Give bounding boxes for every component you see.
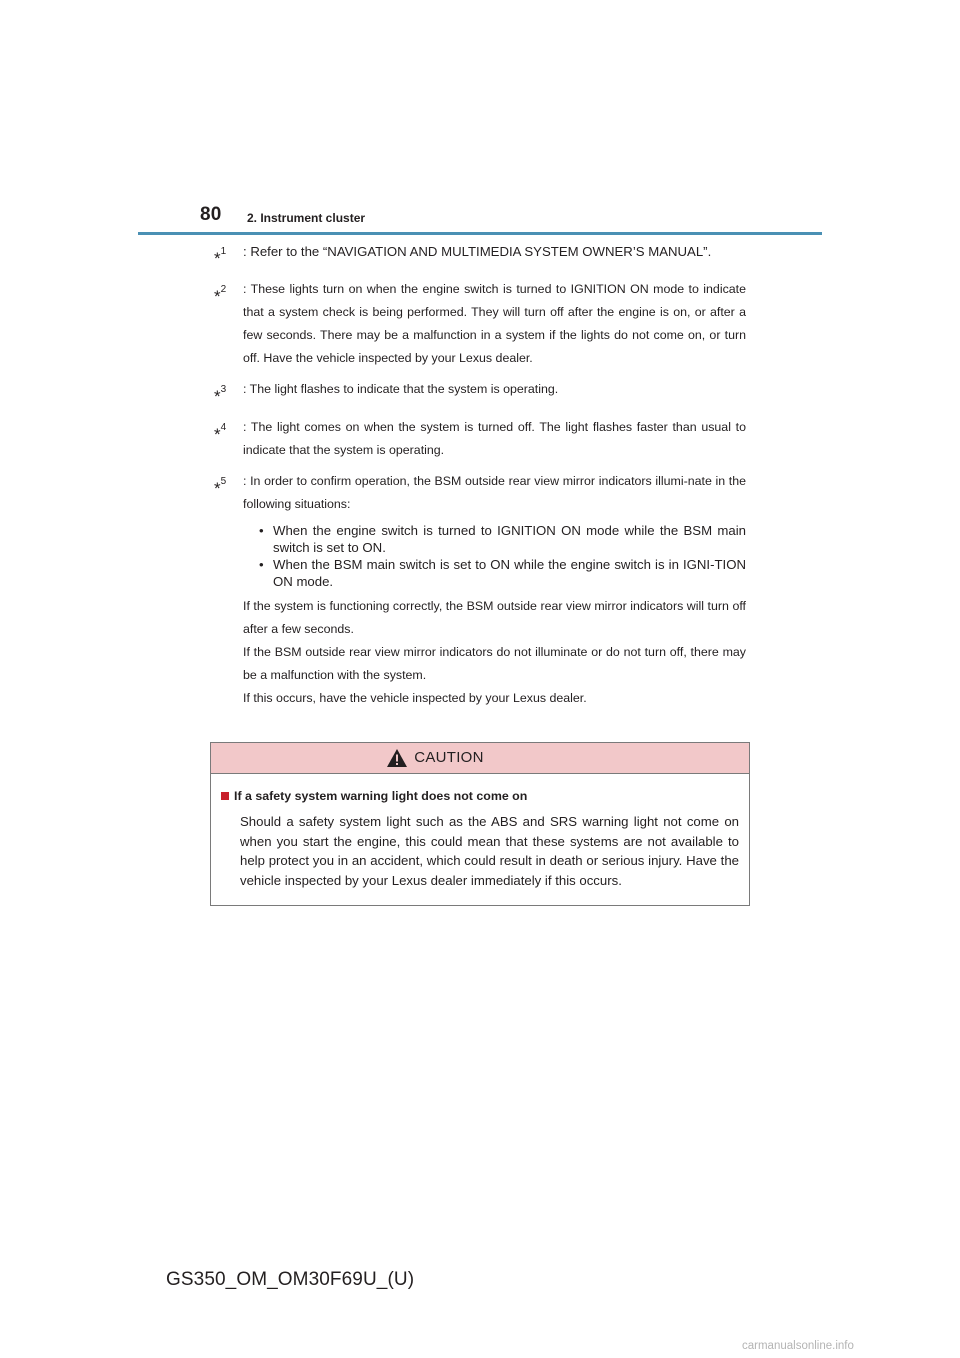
- header-rule: [138, 232, 822, 235]
- footnote-text: : The light comes on when the system is …: [243, 420, 746, 457]
- footnote-text: : The light flashes to indicate that the…: [243, 382, 559, 396]
- caution-header: CAUTION: [211, 743, 749, 774]
- footnote-4: *4 : The light comes on when the system …: [214, 416, 746, 462]
- square-bullet-icon: [221, 792, 229, 800]
- footnote-marker: *5: [214, 476, 227, 498]
- footnote-content: : In order to confirm operation, the BSM…: [243, 470, 746, 710]
- bullet-dot-icon: •: [259, 557, 264, 572]
- footnote-text: : Refer to the “NAVIGATION AND MULTIMEDI…: [243, 244, 712, 259]
- footnote-3: *3 : The light flashes to indicate that …: [214, 378, 746, 408]
- paragraph: If the BSM outside rear view mirror indi…: [243, 645, 746, 682]
- footnote-marker: *3: [214, 384, 227, 406]
- paragraph: If this occurs, have the vehicle inspect…: [243, 691, 587, 705]
- footnote-marker: *1: [214, 246, 227, 268]
- list-item: • When the BSM main switch is set to ON …: [259, 557, 746, 589]
- caution-text: Should a safety system light such as the…: [240, 814, 739, 888]
- watermark: carmanualsonline.info: [742, 1340, 854, 1352]
- warning-triangle-icon: [387, 749, 408, 767]
- footnotes: *1 : Refer to the “NAVIGATION AND MULTIM…: [214, 240, 746, 718]
- bullet-dot-icon: •: [259, 523, 264, 538]
- footnote-marker: *4: [214, 422, 227, 444]
- page-number: 80: [200, 204, 222, 225]
- footnote-5: *5 : In order to confirm operation, the …: [214, 470, 746, 710]
- document-id: GS350_OM_OM30F69U_(U): [166, 1269, 415, 1290]
- list-item: • When the engine switch is turned to IG…: [259, 523, 746, 555]
- footnote-1: *1 : Refer to the “NAVIGATION AND MULTIM…: [214, 240, 746, 270]
- caution-title: CAUTION: [414, 749, 484, 766]
- footnote-text: : In order to confirm operation, the BSM…: [243, 474, 746, 511]
- caution-box: CAUTION If a safety system warning light…: [210, 742, 750, 906]
- section-title: 2. Instrument cluster: [247, 211, 366, 225]
- caution-heading: If a safety system warning light does no…: [221, 788, 739, 804]
- caution-heading-text: If a safety system warning light does no…: [234, 789, 528, 803]
- footnote-text: : These lights turn on when the engine s…: [243, 282, 746, 365]
- footnote-2: *2 : These lights turn on when the engin…: [214, 278, 746, 370]
- caution-body: If a safety system warning light does no…: [211, 774, 749, 890]
- situation-list: • When the engine switch is turned to IG…: [259, 522, 746, 590]
- footnote-marker: *2: [214, 284, 227, 306]
- paragraph: If the system is functioning correctly, …: [243, 599, 746, 636]
